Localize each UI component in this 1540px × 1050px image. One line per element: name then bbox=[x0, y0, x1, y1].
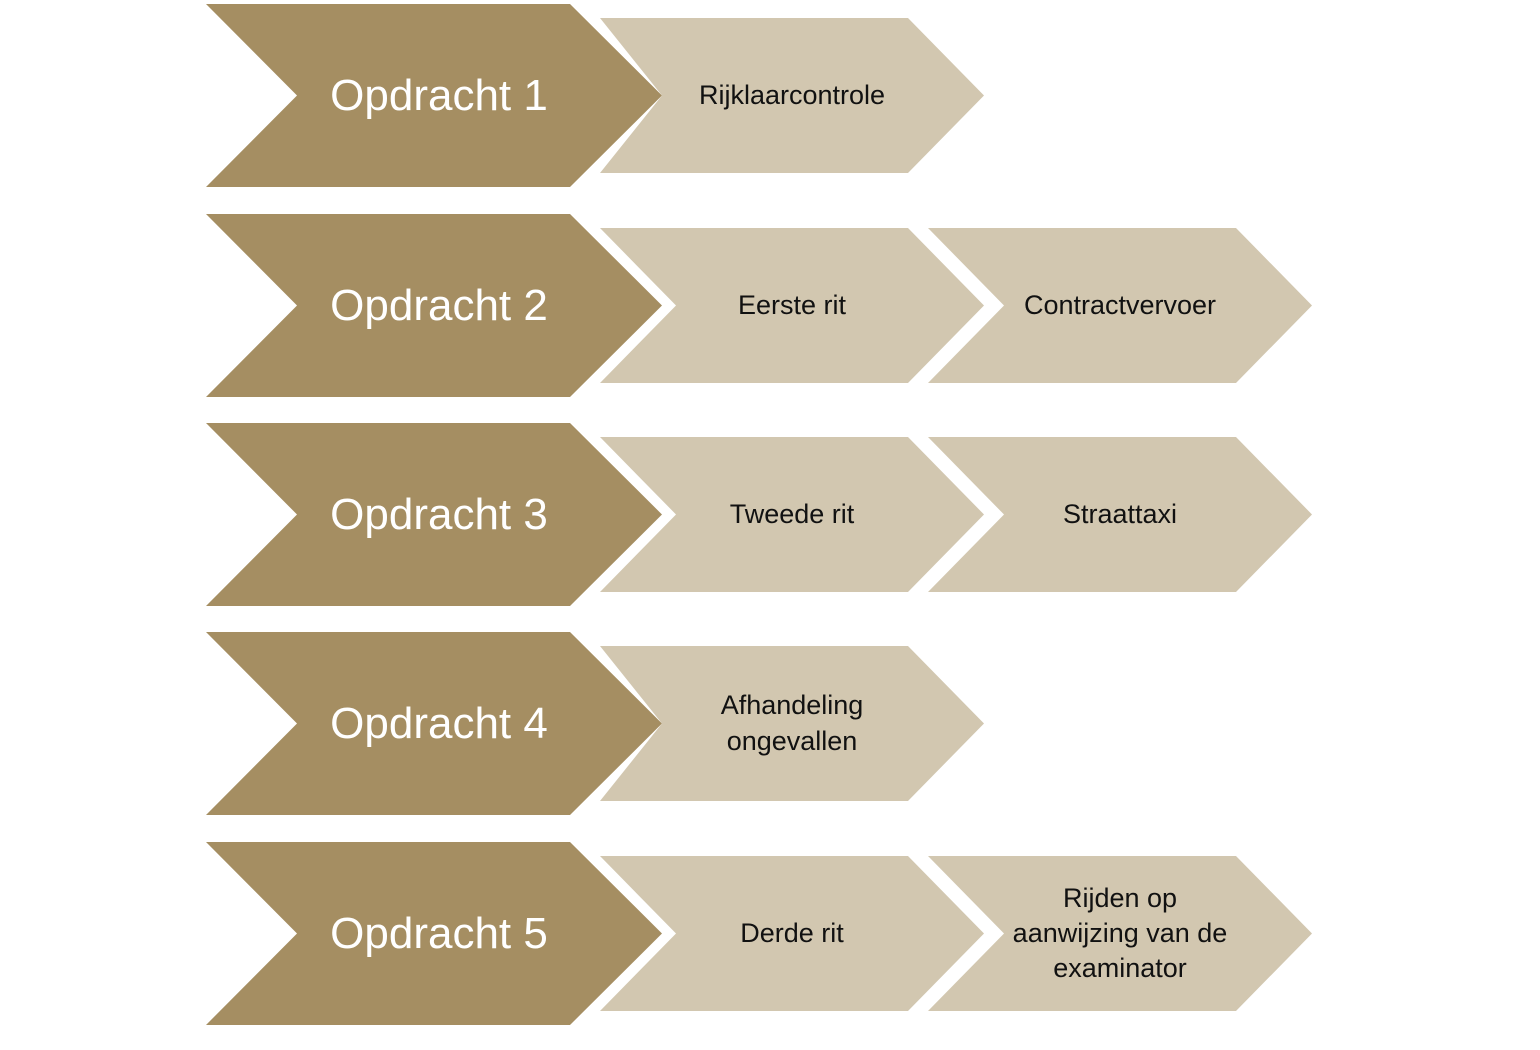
opdracht-chevron: Opdracht 5 bbox=[206, 842, 662, 1025]
opdracht-label: Opdracht 5 bbox=[330, 908, 548, 958]
step-chevron: Contractvervoer bbox=[928, 228, 1312, 383]
row-opdracht-5: Opdracht 5 Derde rit Rijden op aanwijzin… bbox=[0, 842, 1540, 1025]
opdracht-chevron: Opdracht 2 bbox=[206, 214, 662, 397]
step-label: Straattaxi bbox=[1062, 498, 1178, 529]
step-label: Tweede rit bbox=[729, 498, 855, 529]
step-label: Afhandeling ongevallen bbox=[720, 690, 864, 756]
step-label: Derde rit bbox=[740, 917, 844, 948]
row-opdracht-4: Opdracht 4 Afhandeling ongevallen bbox=[0, 632, 1540, 815]
step-chevron: Afhandeling ongevallen bbox=[600, 646, 984, 801]
opdracht-chevron: Opdracht 3 bbox=[206, 423, 662, 606]
step-label: Rijklaarcontrole bbox=[698, 79, 886, 110]
opdracht-label: Opdracht 3 bbox=[330, 489, 548, 539]
opdracht-label: Opdracht 1 bbox=[330, 70, 548, 120]
opdracht-label: Opdracht 4 bbox=[330, 698, 548, 748]
step-label: Contractvervoer bbox=[1023, 289, 1217, 320]
step-chevron: Rijklaarcontrole bbox=[600, 18, 984, 173]
step-chevron: Straattaxi bbox=[928, 437, 1312, 592]
row-opdracht-2: Opdracht 2 Eerste rit Contractvervoer bbox=[0, 214, 1540, 397]
opdracht-chevron: Opdracht 4 bbox=[206, 632, 662, 815]
opdracht-chevron: Opdracht 1 bbox=[206, 4, 662, 187]
step-label: Eerste rit bbox=[737, 289, 847, 320]
step-chevron: Rijden op aanwijzing van de examinator bbox=[928, 856, 1312, 1011]
row-opdracht-3: Opdracht 3 Tweede rit Straattaxi bbox=[0, 423, 1540, 606]
row-opdracht-1: Opdracht 1 Rijklaarcontrole bbox=[0, 4, 1540, 187]
step-label: Rijden op aanwijzing van de examinator bbox=[1012, 882, 1228, 984]
opdracht-label: Opdracht 2 bbox=[330, 280, 548, 330]
